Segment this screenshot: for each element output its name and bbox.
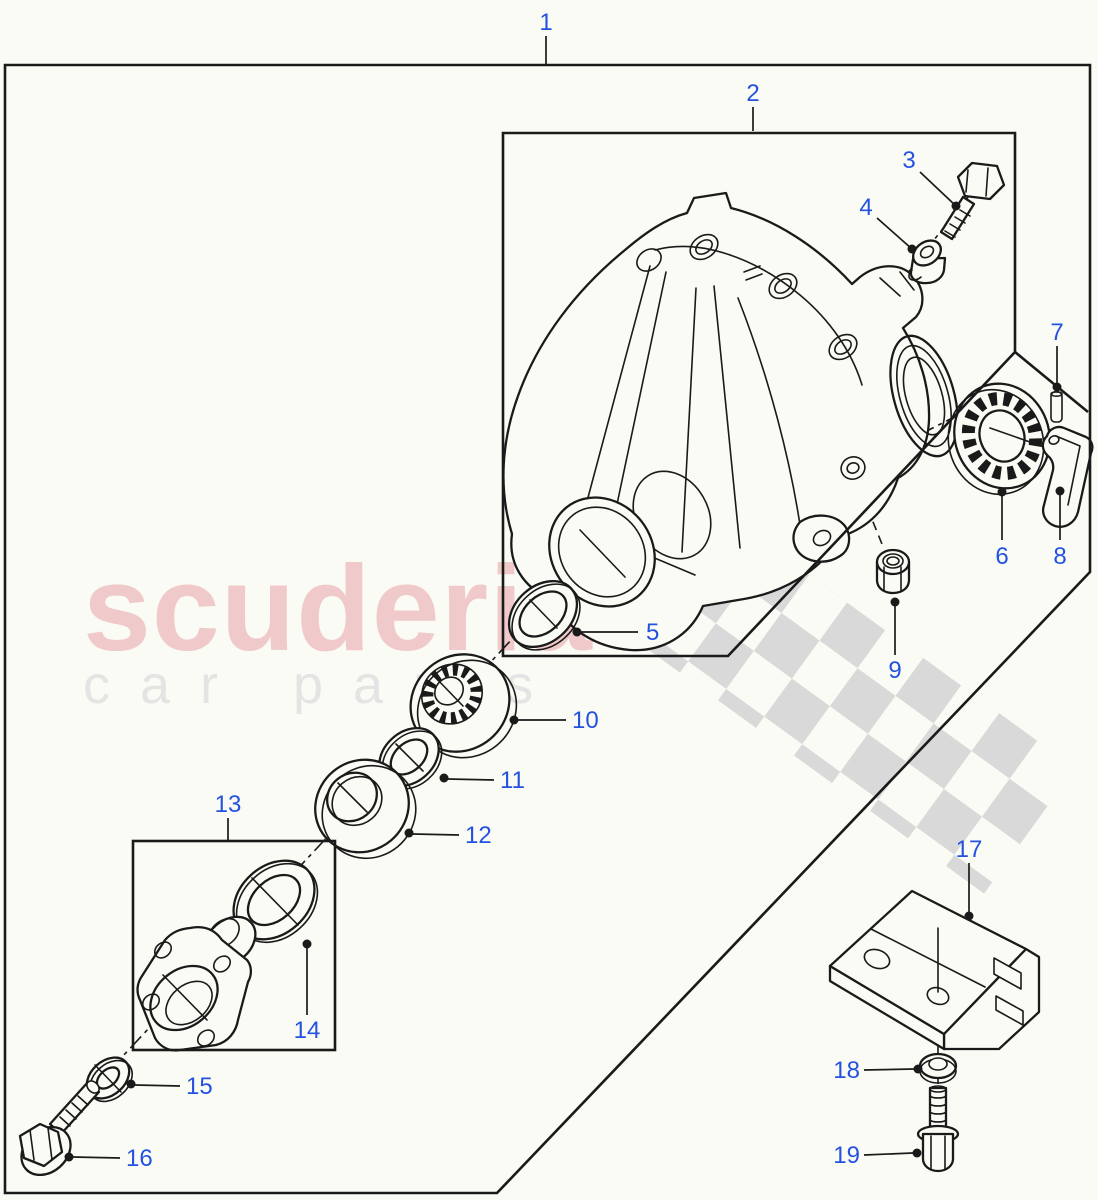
svg-text:scuderia: scuderia	[83, 540, 593, 676]
part-13-flange-drawing	[136, 915, 257, 1052]
callout-12[interactable]: 12	[404, 822, 492, 849]
part-16-bolt-drawing	[18, 1080, 101, 1177]
part-17-bracket-drawing	[828, 889, 1041, 1051]
callout-2[interactable]: 2	[746, 80, 760, 131]
callout-2-label: 2	[746, 80, 759, 107]
callout-8-label: 8	[1053, 543, 1066, 570]
callout-13-label: 13	[215, 791, 242, 818]
callout-17[interactable]: 17	[956, 836, 983, 921]
callout-5[interactable]: 5	[572, 619, 660, 646]
part-8-bracket-drawing	[1041, 425, 1094, 528]
callout-6[interactable]: 6	[995, 487, 1009, 571]
callout-9-label: 9	[888, 657, 901, 684]
part-19-bolt-drawing	[916, 1085, 960, 1173]
callout-14-label: 14	[294, 1017, 321, 1044]
part-7-pin-drawing	[1050, 390, 1063, 423]
callout-18[interactable]: 18	[833, 1057, 923, 1084]
callout-17-label: 17	[956, 836, 983, 863]
part-5-washer-drawing	[507, 579, 581, 651]
callout-3[interactable]: 3	[902, 147, 961, 211]
callout-10[interactable]: 10	[509, 707, 599, 734]
part-12-washer-drawing	[314, 758, 417, 860]
callout-11-label: 11	[500, 767, 525, 794]
callout-9[interactable]: 9	[888, 597, 902, 685]
subassembly-frame-13	[131, 839, 337, 1052]
callout-6-label: 6	[995, 543, 1008, 570]
callout-15-label: 15	[186, 1073, 213, 1100]
callout-7-label: 7	[1050, 319, 1063, 346]
callout-8[interactable]: 8	[1053, 486, 1067, 571]
callout-7[interactable]: 7	[1050, 319, 1064, 392]
callout-15[interactable]: 15	[126, 1073, 213, 1100]
part-3-bolt-drawing	[939, 161, 1006, 241]
assembly-frame-outer	[3, 63, 1092, 1195]
callout-18-label: 18	[833, 1057, 860, 1084]
callout-16-label: 16	[126, 1145, 153, 1172]
callout-5-label: 5	[646, 619, 659, 646]
callout-3-label: 3	[902, 147, 915, 174]
part-4-nut-drawing	[908, 239, 947, 285]
part-18-washer-drawing	[918, 1052, 958, 1084]
assembly-frame-inner	[501, 131, 1089, 658]
callout-4[interactable]: 4	[859, 194, 917, 254]
callout-12-label: 12	[465, 822, 492, 849]
callout-19-label: 19	[833, 1142, 860, 1169]
part-6-bearing-drawing	[947, 382, 1051, 496]
callout-16[interactable]: 16	[64, 1145, 153, 1172]
part-9-nut-drawing	[875, 548, 911, 595]
callout-11[interactable]: 11	[439, 767, 525, 794]
callout-19[interactable]: 19	[833, 1142, 922, 1169]
callout-10-label: 10	[572, 707, 599, 734]
differential-housing-drawing	[502, 191, 959, 652]
callout-1-label: 1	[539, 9, 552, 36]
callout-13[interactable]: 13	[215, 791, 242, 840]
callout-1[interactable]: 1	[539, 9, 553, 64]
callout-14[interactable]: 14	[294, 939, 321, 1045]
callout-4-label: 4	[859, 194, 872, 221]
